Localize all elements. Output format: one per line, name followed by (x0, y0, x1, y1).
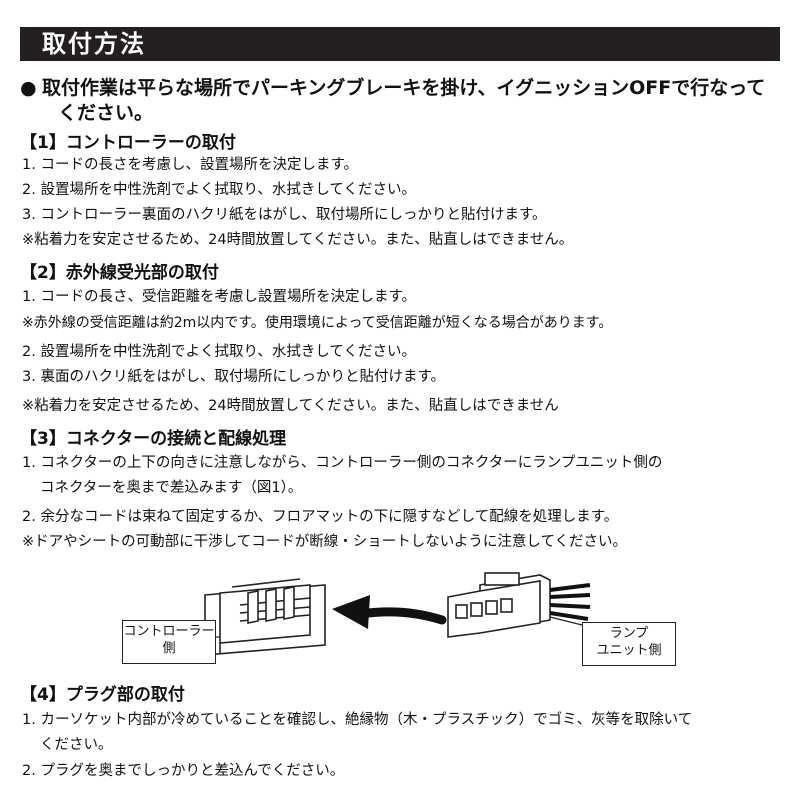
label-controller-line1: コントローラー (123, 624, 215, 639)
label-controller-line2: 側 (162, 641, 176, 656)
controller-connector (204, 578, 326, 656)
section-3-line: 2. 余分なコードは束ねて固定するか、フロアマットの下に隠すなどして配線を処理し… (22, 509, 619, 525)
section-4-line: ください。 (40, 737, 113, 753)
insert-arrow-icon (332, 595, 447, 629)
lamp-unit-connector (447, 572, 591, 638)
section-2-line: 2. 設置場所を中性洗剤でよく拭取り、水拭きしてください。 (22, 344, 416, 360)
bullet-mark: ● (20, 77, 37, 99)
section-2-line: 1. コードの長さ、受信距離を考慮し設置場所を決定します。 (22, 289, 416, 305)
lead-paragraph: ●取付作業は平らな場所でパーキングブレーキを掛け、イグニッションOFFで行なって… (20, 76, 790, 126)
section-1-line: 2. 設置場所を中性洗剤でよく拭取り、水拭きしてください。 (22, 182, 416, 198)
section-1-note: ※粘着力を安定させるため、24時間放置してください。また、貼直しはできません。 (22, 232, 574, 248)
section-2-note: ※粘着力を安定させるため、24時間放置してください。また、貼直しはできません (22, 398, 559, 414)
title-bar (20, 27, 780, 61)
label-controller-side: コントローラー 側 (122, 620, 216, 664)
section-4-heading: 【4】プラグ部の取付 (20, 685, 185, 705)
label-lamp-unit-side: ランプ ユニット側 (582, 622, 676, 666)
section-1-line: 1. コードの長さを考慮し、設置場所を決定します。 (22, 157, 358, 173)
label-lamp-line1: ランプ (609, 626, 649, 641)
connector-diagram (204, 572, 591, 656)
section-1-line: 3. コントローラー裏面のハクリ紙をはがし、取付場所にしっかりと貼付けます。 (22, 207, 547, 223)
section-2-heading: 【2】赤外線受光部の取付 (20, 263, 219, 283)
section-3-line: コネクターを奥まで差込みます（図1）。 (40, 480, 303, 496)
lead-line-1: 取付作業は平らな場所でパーキングブレーキを掛け、イグニッションOFFで行なって (42, 77, 766, 99)
section-1-heading: 【1】コントローラーの取付 (20, 133, 236, 153)
label-lamp-line2: ユニット側 (596, 643, 662, 658)
section-4-line: 2. プラグを奥までしっかりと差込んでください。 (22, 763, 345, 779)
section-3-heading: 【3】コネクターの接続と配線処理 (20, 429, 287, 449)
section-2-line: 3. 裏面のハクリ紙をはがし、取付場所にしっかりと貼付けます。 (22, 369, 445, 385)
section-3-line: 1. コネクターの上下の向きに注意しながら、コントローラー側のコネクターにランプ… (22, 455, 663, 471)
section-3-note: ※ドアやシートの可動部に干渉してコードが断線・ショートしないように注意してくださ… (22, 534, 628, 550)
lead-line-2: ください。 (58, 102, 154, 124)
section-2-note: ※赤外線の受信距離は約2m以内です。使用環境によって受信距離が短くなる場合があり… (22, 315, 613, 331)
page-title: 取付方法 (42, 30, 146, 58)
section-4-line: 1. カーソケット内部が冷めていることを確認し、絶縁物（木・プラスチック）でゴミ… (22, 712, 693, 728)
